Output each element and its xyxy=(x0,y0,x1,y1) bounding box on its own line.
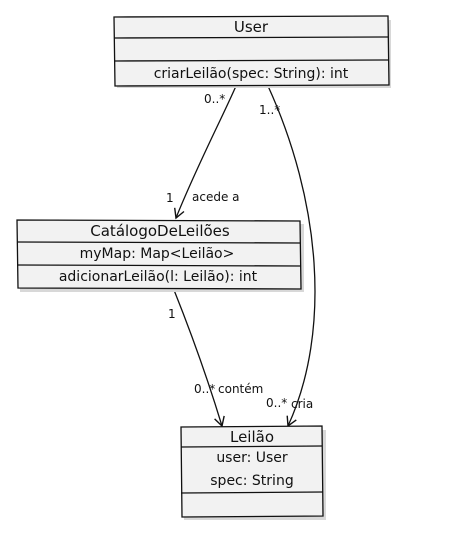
association-label-contem: contém xyxy=(218,382,263,396)
association-catalogo-leilao: 1 0..* contém xyxy=(168,289,263,428)
multiplicity-catalogo-leilao-target: 0..* xyxy=(194,382,215,396)
attribute-user: user: User xyxy=(216,450,288,466)
class-name-user: User xyxy=(234,18,269,36)
class-name-catalogo-de-leiloes: CatálogoDeLeilões xyxy=(90,222,230,240)
class-leilao[interactable]: Leilão user: User spec: String xyxy=(180,425,326,520)
multiplicity-catalogo-leilao-source: 1 xyxy=(168,307,176,321)
association-label-cria: cria xyxy=(291,397,313,411)
multiplicity-user-leilao-target: 0..* xyxy=(266,396,287,410)
class-catalogo-de-leiloes[interactable]: CatálogoDeLeilões myMap: Map<Leilão> adi… xyxy=(16,219,304,292)
multiplicity-user-catalogo-target: 1 xyxy=(166,191,174,205)
operation-criar-leilao: criarLeilão(spec: String): int xyxy=(154,66,349,82)
multiplicity-user-leilao-source: 1..* xyxy=(259,103,280,117)
class-user[interactable]: User criarLeilão(spec: String): int xyxy=(113,15,391,88)
attribute-spec: spec: String xyxy=(210,473,293,489)
operation-adicionar-leilao: adicionarLeilão(l: Leilão): int xyxy=(59,269,258,285)
association-user-leilao: 1..* 0..* cria xyxy=(259,85,316,428)
class-name-leilao: Leilão xyxy=(230,428,274,446)
association-label-acede-a: acede a xyxy=(192,190,240,204)
attribute-my-map: myMap: Map<Leilão> xyxy=(80,246,235,262)
association-user-catalogo: 0..* 1 acede a xyxy=(166,85,240,220)
multiplicity-user-catalogo-source: 0..* xyxy=(204,92,225,106)
